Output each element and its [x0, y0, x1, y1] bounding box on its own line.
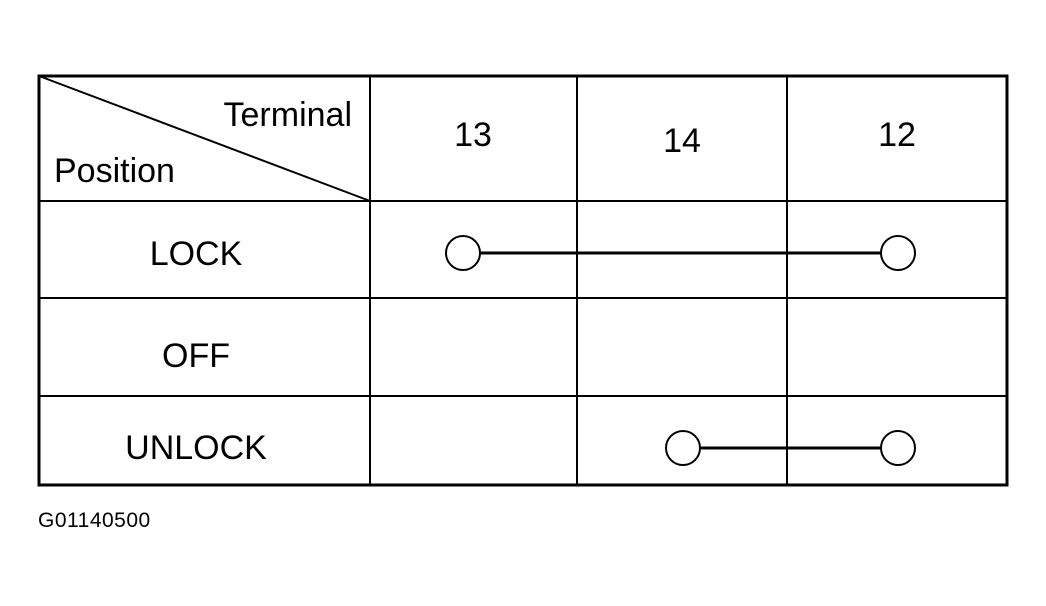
terminal-node-14	[665, 430, 701, 466]
position-header-label: Position	[54, 152, 175, 190]
terminal-14-header: 14	[663, 122, 701, 160]
figure-code: G01140500	[38, 509, 151, 532]
terminal-node-13	[445, 235, 481, 271]
continuity-unlock	[665, 430, 916, 466]
table-border	[37, 74, 1009, 487]
terminal-node-12	[880, 235, 916, 271]
terminal-12-header: 12	[878, 116, 916, 154]
position-unlock-label: UNLOCK	[125, 429, 267, 467]
terminal-header-label: Terminal	[224, 96, 352, 134]
terminal-13-header: 13	[454, 116, 492, 154]
corner-diagonal	[38, 75, 371, 202]
terminal-node-12	[880, 430, 916, 466]
position-lock-label: LOCK	[150, 235, 243, 273]
continuity-lock	[445, 235, 916, 271]
position-off-label: OFF	[162, 337, 230, 375]
